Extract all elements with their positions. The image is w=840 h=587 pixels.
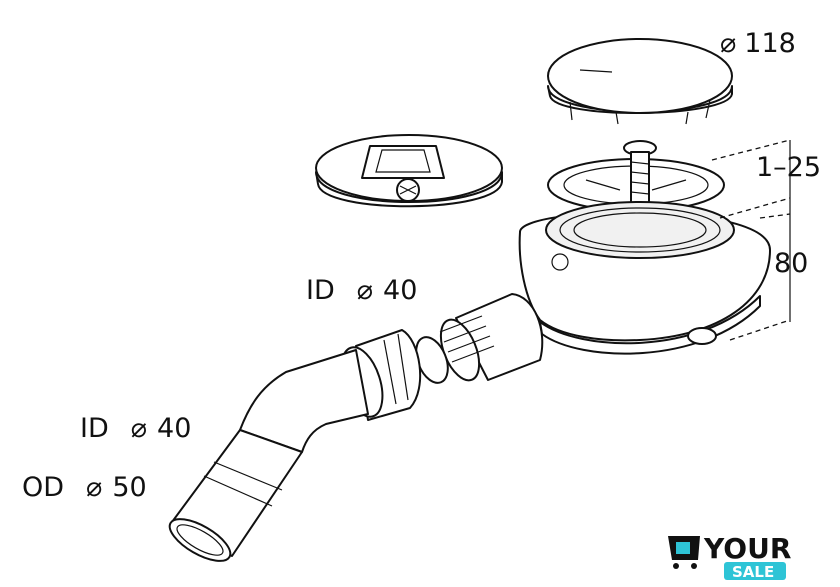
elbow-pipe (168, 349, 369, 562)
dim-elbow-inner: ID⌀40 (306, 275, 417, 306)
drain-body (518, 201, 771, 355)
grate-cover (315, 134, 503, 208)
dimension-lines (711, 139, 791, 341)
dim-pipe-inner: ID⌀40 (80, 413, 191, 444)
dim-height-adjust: 1–25 (756, 152, 821, 183)
yoursale-logo: YOUR SALE (668, 532, 791, 581)
dim-cover-diameter: ⌀118 (720, 28, 796, 59)
logo-word-bottom: SALE (732, 563, 774, 581)
cover-cap (547, 38, 733, 125)
logo-word-top: YOUR (703, 532, 791, 565)
dim-body-height: 80 (774, 248, 808, 279)
dim-pipe-outer: OD⌀50 (22, 472, 147, 503)
outlet-connector (415, 293, 544, 384)
